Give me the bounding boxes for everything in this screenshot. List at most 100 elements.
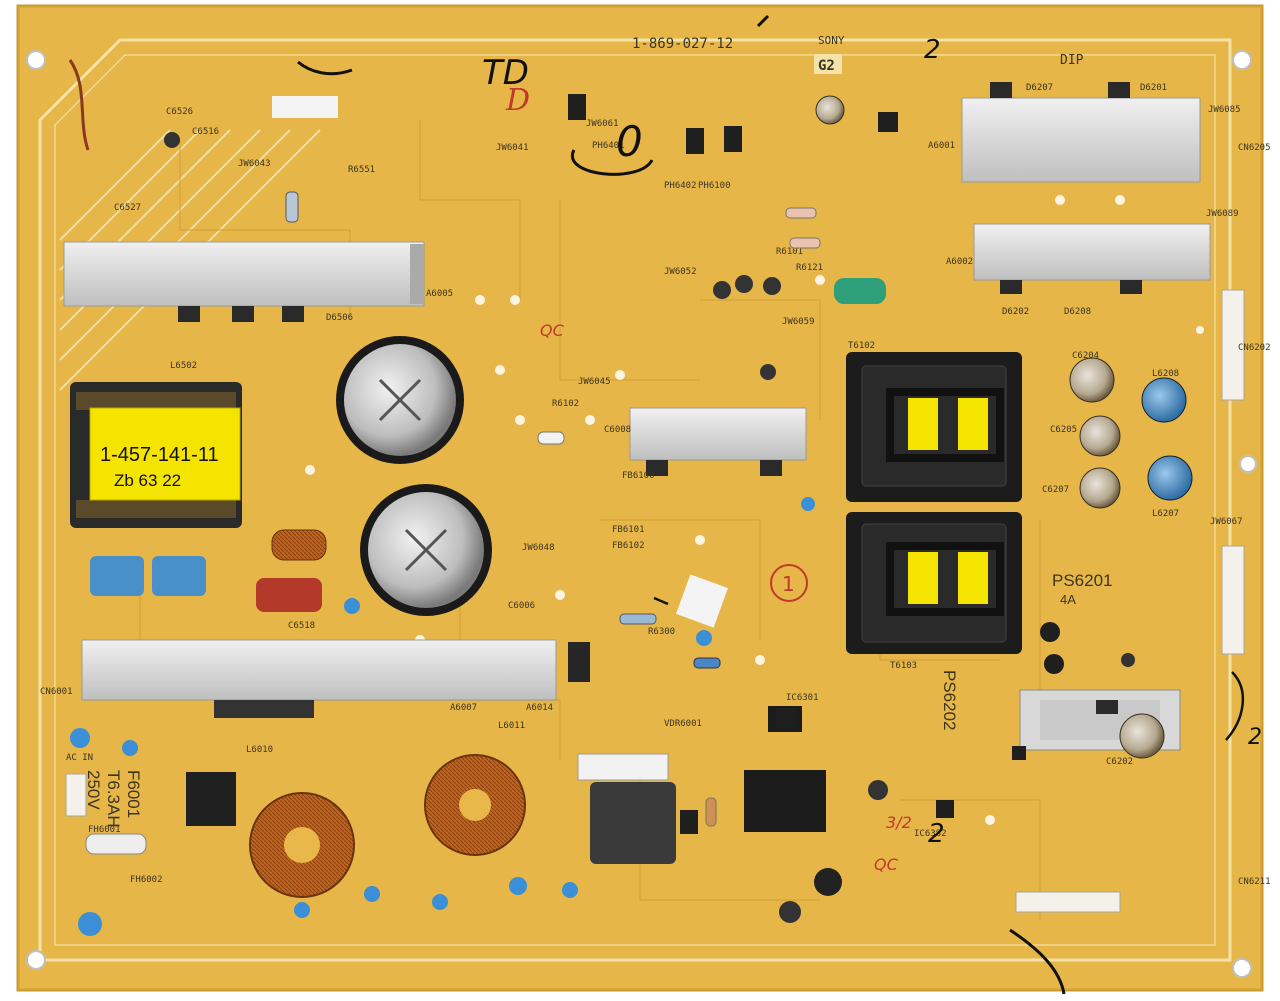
bulk-capacitor-top [336,336,464,464]
fuse-ref: F6001 [124,770,143,818]
ref-r6101: R6101 [776,247,803,257]
ref-t6102: T6102 [848,341,875,351]
ref-ic6301: IC6301 [786,693,819,703]
ref-cn6211: CN6211 [1238,877,1271,887]
heatsink-middle [629,407,807,461]
ref-fh6001: FH6001 [88,825,121,835]
handwriting-td: TD [482,53,529,93]
ref-jw6045: JW6045 [578,377,611,387]
heatsink-right-mid [973,223,1211,281]
mounting-holes [26,50,1257,978]
fuse-voltage: 250V [84,770,103,810]
ref-c6516: C6516 [192,127,219,137]
ref-a6005: A6005 [426,289,453,299]
switch-transformer-t6103 [846,512,1022,654]
ref-vdr6001: VDR6001 [664,719,702,729]
fuse-rating: T6.3AH [104,770,123,828]
ref-fh6002: FH6002 [130,875,163,885]
ref-jw6067: JW6067 [1210,517,1243,527]
ref-c6518: C6518 [288,621,315,631]
ref-l6207: L6207 [1152,509,1179,519]
ref-cn6205: CN6205 [1238,143,1271,153]
ref-jw6061: JW6061 [586,119,619,129]
ref-c6008: C6008 [604,425,631,435]
wires [68,59,1245,995]
handwriting-two-bottom: 2 [928,819,945,849]
toroid-choke-left [249,792,355,898]
ceramic-caps [70,497,815,936]
handwriting-three-two: 3/2 [886,813,912,832]
ref-c6006: C6006 [508,601,535,611]
ref-c6204: C6204 [1072,351,1099,361]
ref-ph6401: PH6401 [592,141,625,151]
board-name-ps6201: PS6201 [1052,571,1113,590]
silkscreen-labels: 1-869-027-12 SONY G2 DIP PS6201 PS6202 4… [40,34,1271,887]
ref-a6001: A6001 [928,141,955,151]
ref-l6011: L6011 [498,721,525,731]
barcode-sticker [272,96,728,628]
ref-c6207: C6207 [1042,485,1069,495]
ref-d6201: D6201 [1140,83,1167,93]
handwriting-two-top: 2 [924,35,941,65]
ref-ic6382: IC6382 [914,829,947,839]
ref-jw6043: JW6043 [238,159,271,169]
heatsink-bottom [81,639,557,718]
ref-r6121: R6121 [796,263,823,273]
line-filter [186,642,826,864]
ref-l6502: L6502 [170,361,197,371]
x-capacitors [90,278,886,612]
handwriting-zero: 0 [616,117,643,166]
ref-cn6202: CN6202 [1238,343,1271,353]
ref-ph6100: PH6100 [698,181,731,191]
handwriting-d: D [505,83,530,118]
handwriting-two-right: 2 [1248,725,1262,750]
handwriting-qc-left: QC [540,321,565,340]
ref-a6002: A6002 [946,257,973,267]
transformer-code-text: Zb 63 22 [114,471,181,490]
ref-r6102: R6102 [552,399,579,409]
ref-jw6052: JW6052 [664,267,697,277]
ref-jw6085: JW6085 [1208,105,1241,115]
ref-d6207: D6207 [1026,83,1053,93]
handwriting-one-circled: 1 [782,572,795,596]
fuse [85,833,147,855]
transistors [178,82,1142,714]
dip-mark: DIP [1060,53,1084,68]
ref-c6526: C6526 [166,107,193,117]
silk-border [38,38,1232,962]
ref-jw6089: JW6089 [1206,209,1239,219]
ref-fb6102: FB6102 [612,541,645,551]
ref-jw6048: JW6048 [522,543,555,553]
ref-fb6101: FB6101 [612,525,645,535]
switch-transformer-t6102 [846,352,1022,502]
ref-l6208: L6208 [1152,369,1179,379]
ref-c6205: C6205 [1050,425,1077,435]
fuse-rating-2: 4A [1060,592,1076,607]
handwritten-notes: TD D 0 2 1 QC QC 3/2 2 2 [297,14,1262,874]
ref-t6103: T6103 [890,661,917,671]
ref-ac-in: AC IN [66,753,93,763]
ref-c6527: C6527 [114,203,141,213]
ref-l6010: L6010 [246,745,273,755]
ref-d6506: D6506 [326,313,353,323]
capacitors-right [164,95,1193,923]
ref-r6300: R6300 [648,627,675,637]
resistors [285,191,821,827]
heatsink-left-top [63,241,425,307]
ref-jw6041: JW6041 [496,143,529,153]
ref-jw6059: JW6059 [782,317,815,327]
small-choke [271,529,327,561]
grade-mark: G2 [818,58,835,74]
connectors [65,289,1245,913]
ref-d6202: D6202 [1002,307,1029,317]
bulk-capacitor-bottom [360,484,492,616]
ref-ph6402: PH6402 [664,181,697,191]
ref-d6208: D6208 [1064,307,1091,317]
ref-a6014: A6014 [526,703,553,713]
ref-fb6100: FB6100 [622,471,655,481]
ref-a6007: A6007 [450,703,477,713]
small-ics [568,94,1064,834]
ref-c6202: C6202 [1106,757,1133,767]
